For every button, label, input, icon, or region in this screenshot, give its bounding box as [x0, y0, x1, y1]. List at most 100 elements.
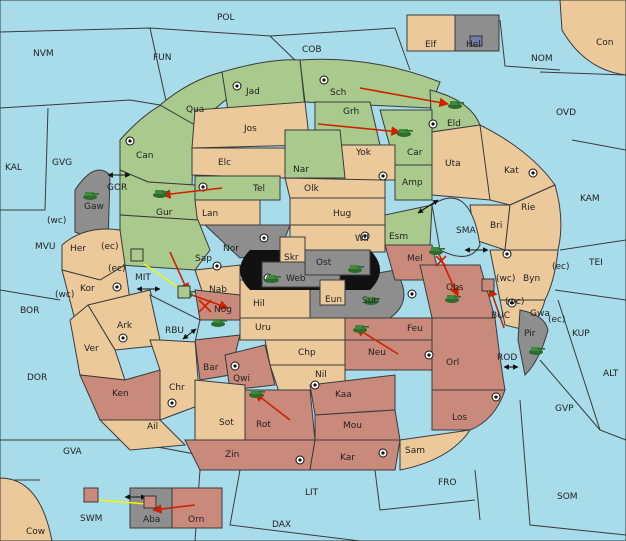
province-neu[interactable]: [344, 339, 433, 371]
province-pir[interactable]: [517, 309, 549, 377]
supply-center-marker: [428, 119, 438, 129]
supply-center-marker: [212, 261, 222, 271]
province-ver[interactable]: [69, 304, 126, 381]
supply-center-marker: [424, 350, 434, 360]
supply-center-marker: [360, 231, 370, 241]
fleet-unit-aba: [143, 495, 157, 509]
land-label-bar: Bar: [203, 363, 219, 373]
supply-center-marker: [502, 249, 512, 259]
land-label-nor: Nor: [223, 244, 239, 254]
sea-label-kam: KAM: [580, 194, 600, 204]
province-kar[interactable]: [309, 439, 401, 471]
order-arrow: [317, 123, 401, 136]
land-label-byn: Byn: [523, 274, 540, 284]
sea-label-gva: GVA: [63, 447, 83, 457]
land-label-gur: Gur: [156, 208, 173, 218]
land-label-nog: Nog: [214, 305, 232, 315]
province-orl[interactable]: [431, 317, 506, 391]
land-label-can: Can: [136, 151, 154, 161]
province-eun-inner[interactable]: [319, 279, 346, 306]
land-label-sun: Sun: [362, 296, 379, 306]
sma-sea-inlet: [431, 197, 481, 257]
fleet-unit-hel: [469, 35, 483, 47]
order-arrow: [359, 87, 449, 108]
sea-label-alt: ALT: [603, 369, 619, 379]
province-zin[interactable]: [184, 439, 316, 471]
supply-center-marker: [295, 455, 305, 465]
supply-center-marker: [259, 233, 269, 243]
coast-label-kor-ec: (ec): [108, 264, 126, 274]
supply-center-marker: [230, 361, 240, 371]
province-nar[interactable]: [284, 129, 346, 179]
land-label-ken: Ken: [112, 389, 129, 399]
sea-borders: [0, 19, 626, 541]
supply-center-marker: [118, 333, 128, 343]
province-elf[interactable]: [406, 14, 456, 52]
land-label-uta: Uta: [445, 159, 461, 169]
province-sot[interactable]: [194, 379, 246, 441]
sea-label-kup: KUP: [572, 329, 590, 339]
land-label-nab: Nab: [209, 285, 227, 295]
coast-label-gwa-wc: (wc): [505, 297, 524, 307]
sea-label-gor: GOR: [107, 183, 127, 193]
fleet-unit-buc: [481, 278, 495, 292]
coast-labels: (wc) (ec) (ec) (wc) (wc) (ec) (wc) (ec): [47, 216, 570, 325]
land-label-obs: Obs: [446, 283, 464, 293]
land-label-nar: Nar: [293, 165, 309, 175]
sea-label-fun: FUN: [153, 53, 172, 63]
land-label-esm: Esm: [389, 232, 408, 242]
land-label-sam: Sam: [405, 446, 425, 456]
sea-label-cob: COB: [302, 45, 322, 55]
supply-center-marker: [378, 448, 388, 458]
land-label-wil: Wil: [355, 234, 369, 244]
land-label-lan: Lan: [202, 209, 218, 219]
units: [83, 35, 545, 509]
land-label-ark: Ark: [117, 321, 133, 331]
supply-centers: [112, 75, 538, 465]
province-elc[interactable]: [191, 147, 286, 179]
sea-label-mvu: MVU: [35, 242, 56, 252]
sea-label-dor: DOR: [27, 373, 47, 383]
coast-label-gwa-ec: (ec): [548, 315, 566, 325]
coast-label-her-wc: (wc): [47, 216, 66, 226]
land-label-pir: Pir: [524, 329, 536, 339]
failed-order-x: [435, 255, 447, 267]
province-sam[interactable]: [399, 429, 472, 471]
sea-label-nom: NOM: [531, 54, 553, 64]
province-qwi[interactable]: [224, 344, 276, 391]
order-arrow: [254, 392, 291, 421]
province-ail[interactable]: [98, 419, 187, 451]
order-arrow: [437, 251, 459, 297]
land-label-ver: Ver: [84, 344, 99, 354]
coast-label-byn-ec: (ec): [552, 262, 570, 272]
order-arrows: [98, 87, 505, 514]
land-label-kar: Kar: [340, 453, 355, 463]
sea-label-dax: DAX: [272, 520, 291, 530]
land-label-elf: Elf: [425, 40, 437, 50]
coast-label-kor-wc: (wc): [55, 290, 74, 300]
land-label-cow: Cow: [26, 527, 45, 537]
land-label-zin: Zin: [225, 450, 239, 460]
land-label-orn: Orn: [188, 515, 204, 525]
province-tel[interactable]: [194, 175, 281, 201]
land-label-web: Web: [286, 274, 306, 284]
land-label-aba: Aba: [143, 515, 160, 525]
land-label-neu: Neu: [368, 348, 386, 358]
sea-label-mit: MIT: [135, 273, 151, 283]
land-label-sap: Sap: [195, 254, 212, 264]
province-kor[interactable]: [61, 264, 131, 321]
sea-label-ovd: OVD: [556, 108, 576, 118]
province-olk[interactable]: [284, 177, 386, 199]
land-label-feu: Feu: [407, 324, 423, 334]
land-label-uru: Uru: [255, 323, 271, 333]
fleet-unit-mit: [130, 248, 144, 262]
land-label-orl: Orl: [446, 358, 459, 368]
land-label-hel: Hel: [466, 40, 481, 50]
support-line: [143, 263, 183, 291]
land-label-hug: Hug: [333, 209, 351, 219]
supply-center-marker: [407, 289, 417, 299]
supply-center-marker: [507, 298, 517, 308]
land-label-nil: Nil: [315, 370, 327, 380]
land-label-sot: Sot: [219, 418, 234, 428]
